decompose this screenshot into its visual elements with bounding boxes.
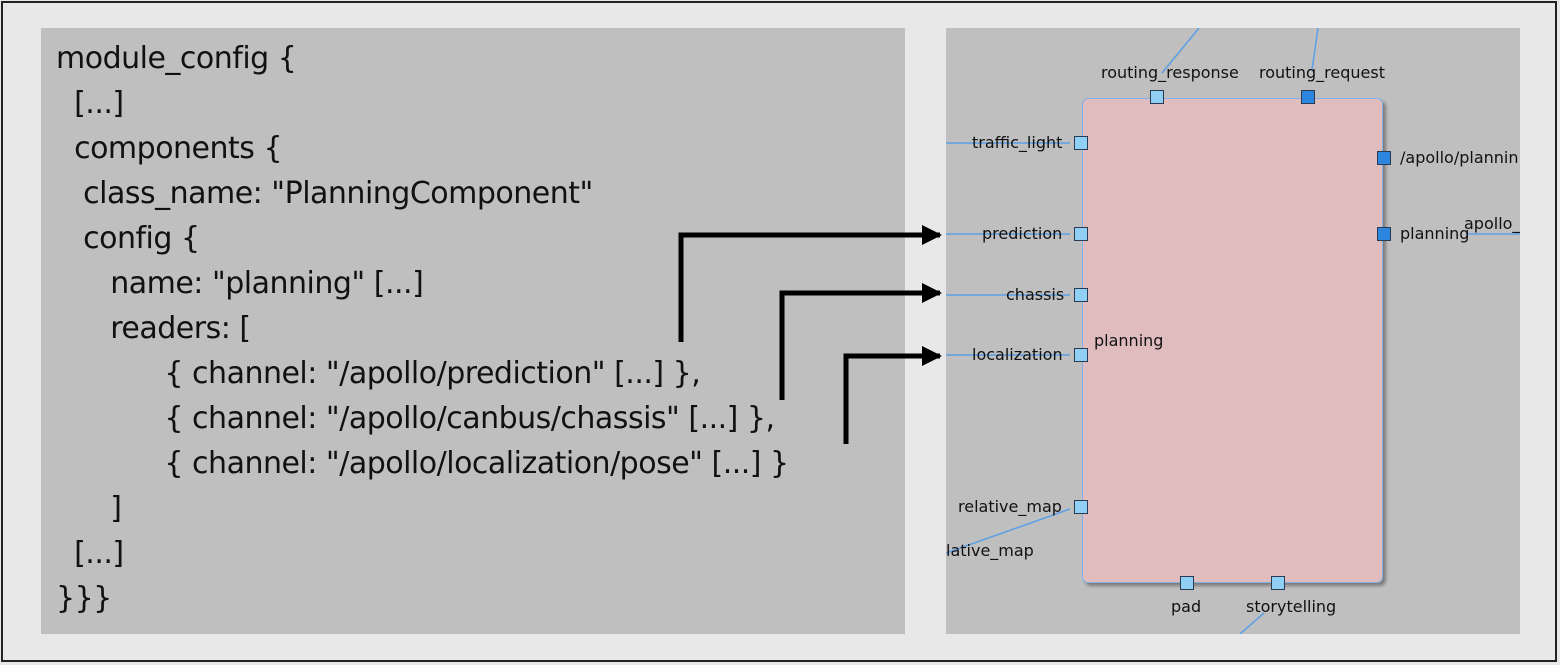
routing-response-edge: [1161, 28, 1200, 74]
label-planning-out: planning: [1400, 224, 1470, 243]
code-line-10: { channel: "/apollo/localization/pose" […: [56, 446, 789, 481]
code-line-3: components {: [56, 131, 283, 166]
code-line-9: { channel: "/apollo/canbus/chassis" [...…: [56, 401, 775, 436]
code-line-4: class_name: "PlanningComponent": [56, 176, 593, 211]
port-apollo-planning[interactable]: [1377, 151, 1391, 165]
code-line-8: { channel: "/apollo/prediction" [...] },: [56, 356, 701, 391]
label-pad: pad: [1171, 597, 1202, 616]
port-storytelling[interactable]: [1271, 576, 1285, 590]
label-apollo-planning: /apollo/plannin: [1400, 148, 1519, 167]
port-routing-response[interactable]: [1150, 90, 1164, 104]
diagram-panel: routing_response routing_request traffic…: [946, 28, 1520, 634]
code-line-7: readers: [: [56, 311, 251, 346]
label-prediction: prediction: [982, 224, 1063, 243]
code-line-11: ]: [56, 491, 122, 526]
port-pad[interactable]: [1180, 576, 1194, 590]
relative-map-edge: [946, 508, 1071, 554]
storytelling-edge: [1239, 612, 1265, 634]
port-prediction[interactable]: [1074, 227, 1088, 241]
label-traffic-light: traffic_light: [972, 133, 1063, 152]
code-line-1: module_config {: [56, 41, 297, 76]
code-panel: module_config { [...] components { class…: [41, 28, 905, 634]
port-traffic-light[interactable]: [1074, 136, 1088, 150]
label-routing-request: routing_request: [1259, 63, 1385, 82]
routing-request-edge: [1311, 28, 1319, 71]
code-line-13: }}}: [56, 581, 112, 616]
label-routing-response: routing_response: [1101, 63, 1239, 82]
label-relative-map-edge: lative_map: [946, 541, 1034, 560]
port-localization[interactable]: [1074, 348, 1088, 362]
label-component-planning: planning: [1094, 331, 1164, 350]
port-chassis[interactable]: [1074, 288, 1088, 302]
code-line-12: [...]: [56, 536, 124, 571]
planning-component-box[interactable]: [1082, 98, 1383, 583]
code-line-2: [...]: [56, 86, 124, 121]
label-apollo-edge: apollo_: [1464, 214, 1520, 233]
label-relative-map: relative_map: [958, 497, 1062, 516]
label-chassis: chassis: [1006, 285, 1065, 304]
port-routing-request[interactable]: [1301, 90, 1315, 104]
label-localization: localization: [972, 345, 1063, 364]
code-line-6: name: "planning" [...]: [56, 266, 424, 301]
port-planning-out[interactable]: [1377, 227, 1391, 241]
edge-lines: [946, 28, 1520, 634]
label-storytelling: storytelling: [1246, 597, 1337, 616]
port-relative-map[interactable]: [1074, 500, 1088, 514]
code-line-5: config {: [56, 221, 200, 256]
